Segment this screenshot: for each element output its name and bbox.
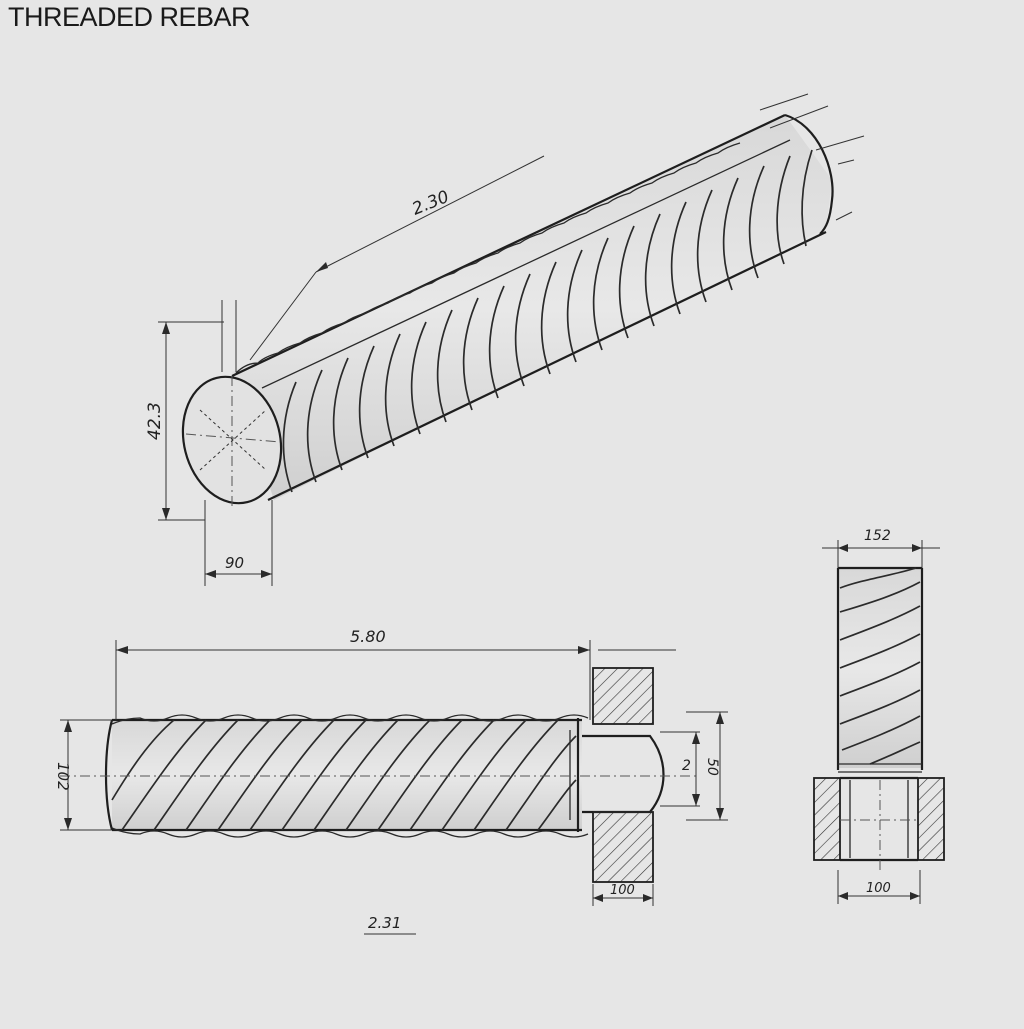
end-top-label: 152 xyxy=(864,528,891,544)
end-ribs xyxy=(839,567,921,765)
iso-bar-body xyxy=(231,113,834,501)
side-diameter-dimension: 102 xyxy=(54,719,112,831)
side-length-label: 5.80 xyxy=(350,627,386,646)
iso-ribs xyxy=(282,149,813,493)
iso-height-dimension: 42.3 xyxy=(145,321,224,521)
iso-length-label: 2.30 xyxy=(409,187,452,220)
isometric-view: 2.30 42.3 90 xyxy=(145,93,865,586)
side-nut-section xyxy=(60,667,700,883)
side-view: 5.80 102 2 50 xyxy=(54,627,728,935)
scale-note-label: 2.31 xyxy=(368,914,401,932)
side-ribs xyxy=(111,719,577,831)
nut-width-dimension: 100 xyxy=(592,883,654,906)
nut-outer-label: 50 xyxy=(704,758,720,776)
iso-end-face xyxy=(181,375,283,510)
side-length-dimension: 5.80 xyxy=(115,627,676,720)
drawing-title: THREADED REBAR xyxy=(8,2,251,32)
end-view: 152 100 xyxy=(813,528,945,904)
nut-width-label: 100 xyxy=(610,883,635,898)
iso-height-label: 42.3 xyxy=(145,402,165,440)
iso-width-label: 90 xyxy=(225,554,244,572)
nut-inner-label: 2 xyxy=(682,758,691,774)
scale-note: 2.31 xyxy=(364,914,416,935)
iso-width-dimension: 90 xyxy=(204,300,273,586)
nut-height-dimensions: 2 50 xyxy=(660,711,728,821)
end-bottom-label: 100 xyxy=(866,881,891,896)
end-nut-section xyxy=(813,776,945,870)
side-bar-body xyxy=(104,714,589,838)
end-bottom-dimension: 100 xyxy=(837,870,921,904)
side-diameter-label: 102 xyxy=(54,762,72,791)
end-top-dimension: 152 xyxy=(822,528,940,568)
